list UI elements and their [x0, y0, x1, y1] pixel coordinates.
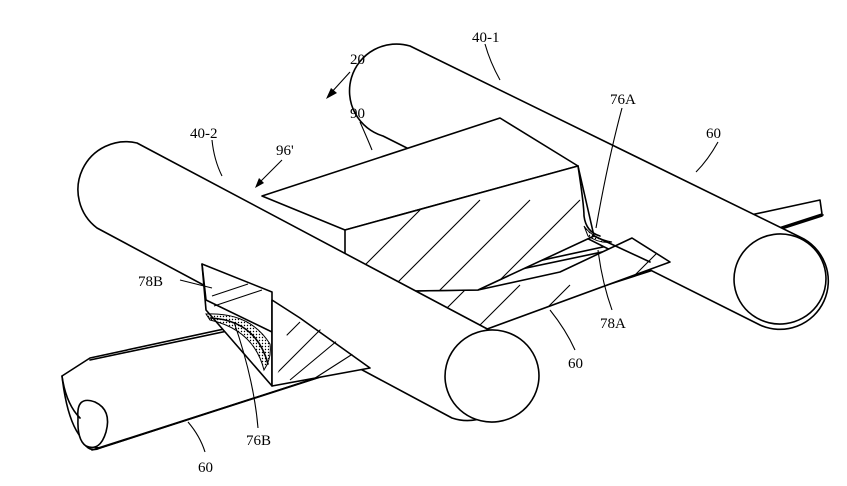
label-76B: 76B — [246, 433, 271, 449]
label-60-middle: 60 — [568, 356, 583, 372]
label-78B: 78B — [138, 274, 163, 290]
label-40-2: 40-2 — [190, 126, 218, 142]
edge-96-arrow — [255, 160, 282, 188]
label-90: 90 — [350, 106, 365, 122]
assembly-arrow — [326, 72, 350, 99]
label-60-right: 60 — [706, 126, 721, 142]
label-20: 20 — [350, 52, 365, 68]
label-96-prime: 96' — [276, 143, 294, 159]
label-78A: 78A — [600, 316, 626, 332]
label-40-1: 40-1 — [472, 30, 500, 46]
label-60-bottom: 60 — [198, 460, 213, 476]
label-76A: 76A — [610, 92, 636, 108]
